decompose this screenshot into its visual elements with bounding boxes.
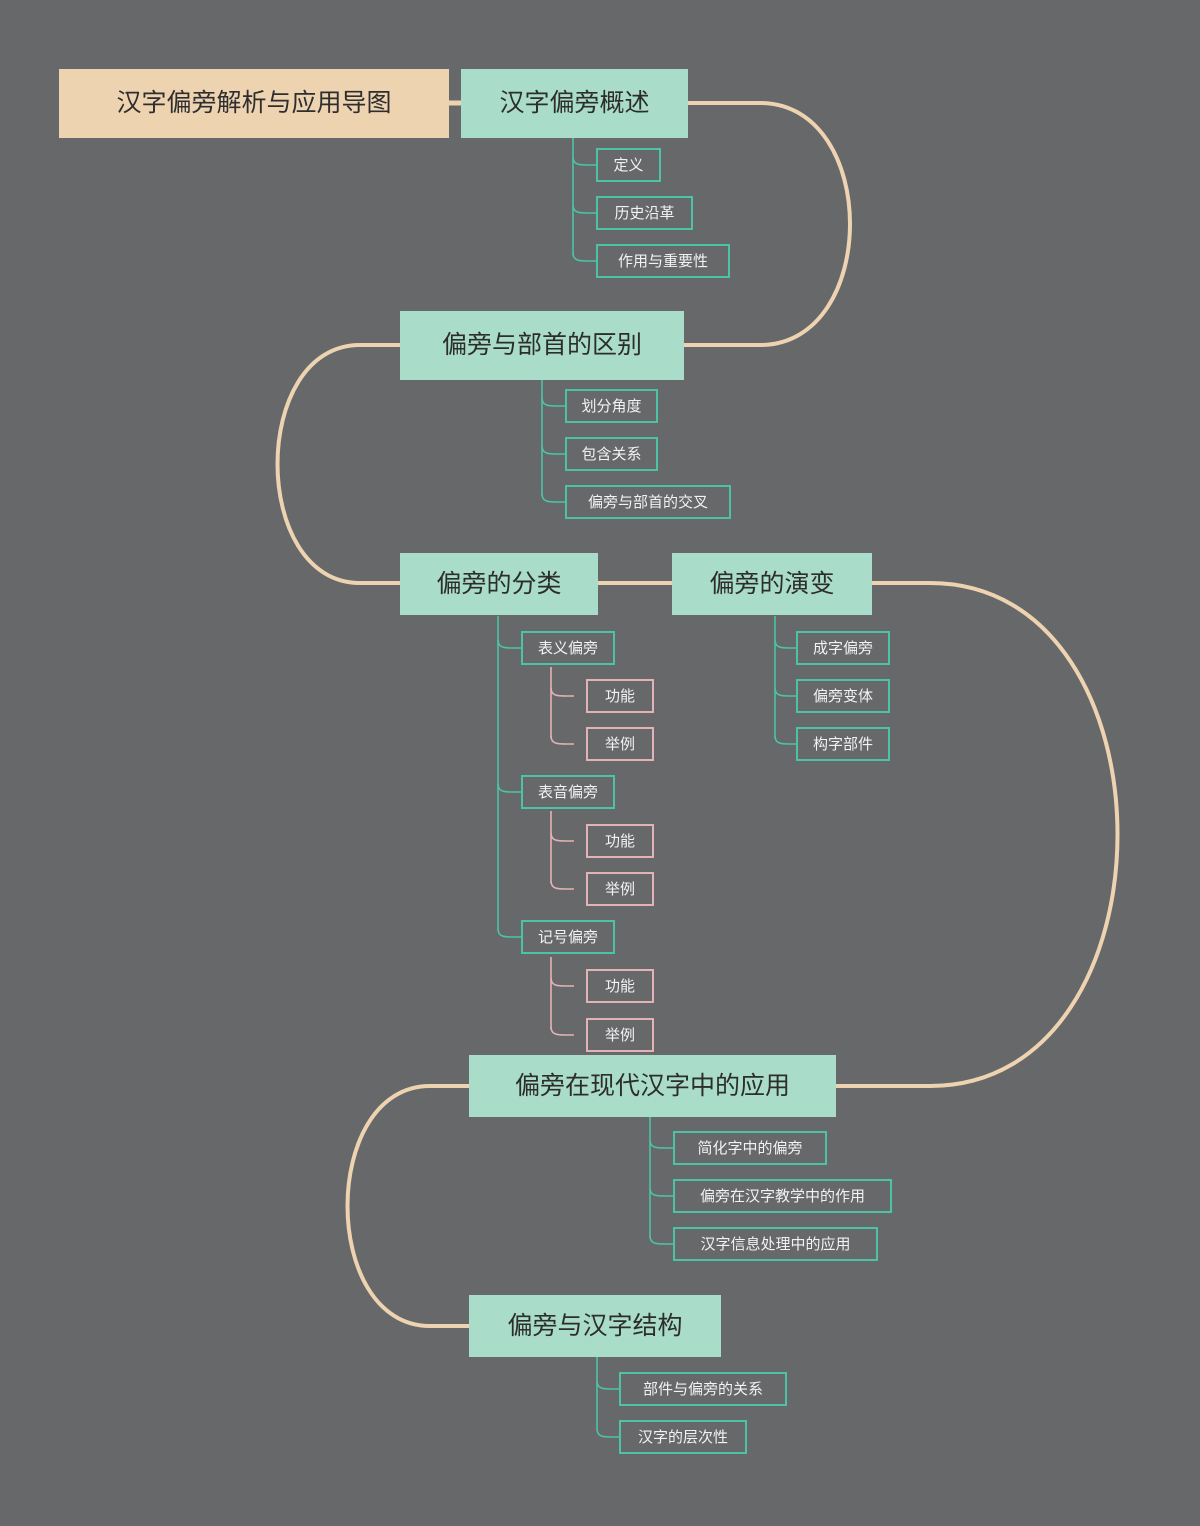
leaf-node-phonetic-function-label: 功能 (604, 832, 635, 850)
main-node-structure-label: 偏旁与汉字结构 (507, 1311, 683, 1340)
link-application-child-1 (649, 1187, 673, 1197)
link-sign-leaf-0 (550, 977, 574, 987)
sub-node-radical-variant[interactable]: 偏旁变体 (796, 679, 890, 713)
link-semantic-leaf-1 (550, 735, 574, 745)
link-difference-to-classification (275, 343, 400, 585)
sub-node-definition[interactable]: 定义 (596, 148, 661, 182)
link-evolution-child-2 (774, 735, 796, 745)
sub-node-information-processing-label: 汉字信息处理中的应用 (700, 1235, 851, 1253)
main-node-difference-label: 偏旁与部首的区别 (441, 331, 642, 359)
main-node-structure[interactable]: 偏旁与汉字结构 (469, 1295, 721, 1357)
link-overview-child-0 (572, 156, 596, 166)
link-classification-child-0 (497, 639, 521, 649)
link-phonetic-leaf-1 (550, 880, 574, 890)
link-structure-child-0 (596, 1380, 619, 1390)
sub-node-history[interactable]: 历史沿革 (596, 196, 693, 230)
sub-node-inclusion-label: 包含关系 (581, 445, 642, 463)
sub-node-sign-radical[interactable]: 记号偏旁 (521, 920, 615, 954)
sub-node-hierarchy[interactable]: 汉字的层次性 (619, 1420, 747, 1454)
sub-node-component-relation[interactable]: 部件与偏旁的关系 (619, 1372, 787, 1406)
link-overview-to-difference (684, 101, 852, 347)
sub-node-simplified-characters-label: 简化字中的偏旁 (697, 1139, 803, 1157)
leaf-node-semantic-function-label: 功能 (604, 687, 635, 705)
sub-node-importance[interactable]: 作用与重要性 (596, 244, 730, 278)
link-overview-child-2 (572, 252, 596, 262)
sub-node-intersection[interactable]: 偏旁与部首的交叉 (565, 485, 731, 519)
main-node-application-label: 偏旁在现代汉字中的应用 (514, 1071, 790, 1100)
leaf-node-phonetic-example[interactable]: 举例 (586, 872, 654, 906)
sub-node-sign-radical-label: 记号偏旁 (537, 928, 598, 946)
link-sign-leaf-1 (550, 1026, 574, 1036)
sub-node-division-angle[interactable]: 划分角度 (565, 389, 658, 423)
sub-node-definition-label: 定义 (613, 156, 644, 174)
sub-node-character-component[interactable]: 构字部件 (796, 727, 890, 761)
leaf-node-phonetic-function[interactable]: 功能 (586, 824, 654, 858)
link-structure-child-1 (596, 1428, 619, 1438)
main-node-difference[interactable]: 偏旁与部首的区别 (400, 311, 684, 380)
leaf-node-semantic-example-label: 举例 (604, 735, 635, 753)
link-application-child-0 (649, 1139, 673, 1149)
sub-node-division-angle-label: 划分角度 (581, 397, 642, 415)
leaf-node-sign-example[interactable]: 举例 (586, 1018, 654, 1052)
link-overview-child-1 (572, 204, 596, 214)
sub-node-semantic-radical-label: 表义偏旁 (537, 639, 598, 657)
link-difference-child-0 (541, 397, 565, 407)
link-classification-child-1 (497, 783, 521, 793)
sub-node-history-label: 历史沿革 (614, 204, 675, 222)
main-node-overview[interactable]: 汉字偏旁概述 (461, 69, 688, 138)
link-difference-child-2 (541, 493, 565, 503)
sub-node-importance-label: 作用与重要性 (617, 252, 708, 270)
main-node-classification[interactable]: 偏旁的分类 (400, 553, 598, 615)
sub-node-standalone-radical[interactable]: 成字偏旁 (796, 631, 890, 665)
sub-node-hierarchy-label: 汉字的层次性 (637, 1428, 728, 1446)
link-application-child-2 (649, 1235, 673, 1245)
link-evolution-child-0 (774, 639, 796, 649)
main-node-overview-label: 汉字偏旁概述 (499, 89, 650, 117)
leaf-node-sign-function[interactable]: 功能 (586, 969, 654, 1003)
leaf-node-sign-function-label: 功能 (604, 977, 635, 995)
sub-node-teaching-role[interactable]: 偏旁在汉字教学中的作用 (673, 1179, 892, 1213)
sub-node-simplified-characters[interactable]: 简化字中的偏旁 (673, 1131, 827, 1165)
main-node-evolution-label: 偏旁的演变 (709, 569, 835, 598)
leaf-node-semantic-function[interactable]: 功能 (586, 679, 654, 713)
link-difference-child-1 (541, 445, 565, 455)
root-node[interactable]: 汉字偏旁解析与应用导图 (59, 69, 449, 138)
sub-node-information-processing[interactable]: 汉字信息处理中的应用 (673, 1227, 878, 1261)
link-classification-child-2 (497, 928, 521, 938)
sub-node-phonetic-radical[interactable]: 表音偏旁 (521, 775, 615, 809)
leaf-node-semantic-example[interactable]: 举例 (586, 727, 654, 761)
sub-node-semantic-radical[interactable]: 表义偏旁 (521, 631, 615, 665)
root-node-label: 汉字偏旁解析与应用导图 (116, 89, 392, 117)
sub-node-teaching-role-label: 偏旁在汉字教学中的作用 (699, 1187, 865, 1205)
leaf-node-phonetic-example-label: 举例 (604, 880, 635, 898)
sub-node-intersection-label: 偏旁与部首的交叉 (587, 493, 708, 511)
sub-node-phonetic-radical-label: 表音偏旁 (537, 783, 598, 801)
leaf-node-sign-example-label: 举例 (604, 1026, 635, 1044)
main-node-application[interactable]: 偏旁在现代汉字中的应用 (469, 1055, 836, 1117)
link-semantic-leaf-0 (550, 687, 574, 697)
sub-node-standalone-radical-label: 成字偏旁 (812, 639, 873, 657)
sub-node-character-component-label: 构字部件 (812, 735, 873, 753)
link-phonetic-leaf-0 (550, 832, 574, 842)
link-application-to-structure (345, 1084, 469, 1328)
sub-node-inclusion[interactable]: 包含关系 (565, 437, 658, 471)
sub-node-radical-variant-label: 偏旁变体 (812, 687, 873, 705)
main-node-classification-label: 偏旁的分类 (436, 569, 562, 598)
sub-node-component-relation-label: 部件与偏旁的关系 (642, 1380, 763, 1398)
main-node-evolution[interactable]: 偏旁的演变 (672, 553, 872, 615)
link-evolution-child-1 (774, 687, 796, 697)
